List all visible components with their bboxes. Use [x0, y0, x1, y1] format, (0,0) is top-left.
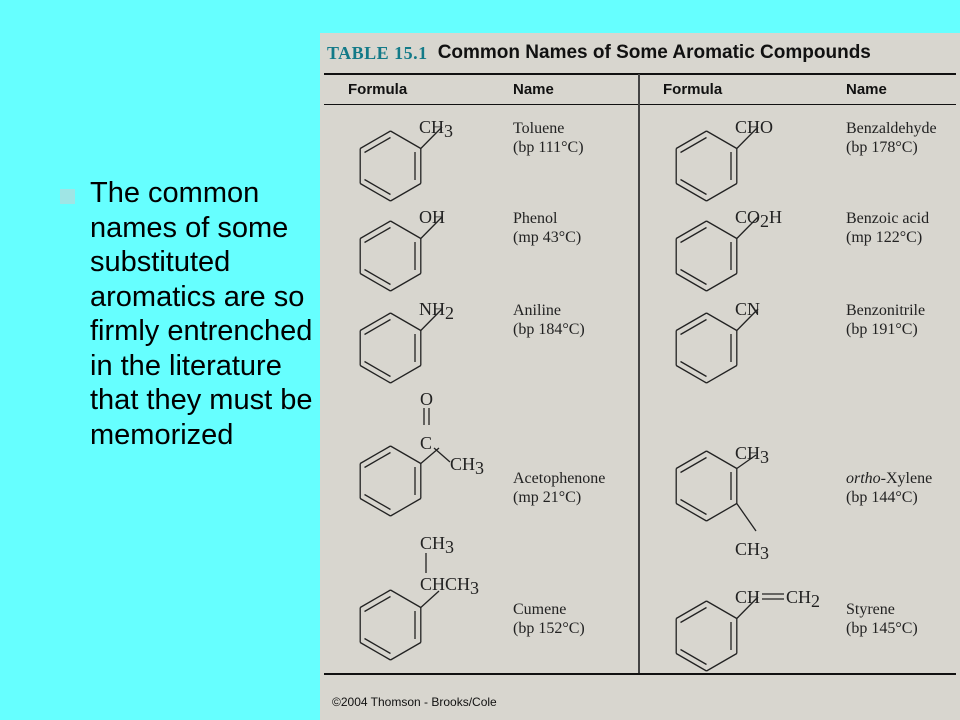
svg-text:CH3: CH3	[450, 454, 484, 478]
svg-text:CHCH3: CHCH3	[420, 574, 479, 598]
benzonitrile-structure: CN	[675, 299, 760, 384]
bullet-text: The common names of some substituted aro…	[90, 177, 313, 451]
compound-cumene: Cumene (bp 152°C)	[513, 600, 585, 638]
copyright-notice: ©2004 Thomson - Brooks/Cole	[332, 695, 497, 709]
benzoic-co: CO	[735, 207, 760, 227]
cumene-mid-sub: 3	[470, 578, 479, 598]
acetophenone-o: O	[420, 389, 433, 409]
styrene-structure: CH CH2	[675, 587, 820, 672]
compound-name: Benzoic acid	[846, 210, 930, 227]
compound-name: Cumene	[513, 601, 567, 618]
phenol-oh: OH	[419, 207, 445, 227]
header-rule	[324, 73, 956, 75]
aniline-structure: NH2	[359, 299, 454, 384]
compound-prop: (mp 122°C)	[846, 229, 923, 246]
compound-styrene: Styrene (bp 145°C)	[846, 600, 918, 638]
acetophenone-sub: 3	[475, 458, 484, 478]
compound-prop: (mp 43°C)	[513, 229, 582, 246]
compound-name: Styrene	[846, 601, 895, 618]
col-name-right: Name	[846, 81, 887, 98]
svg-text:CH3: CH3	[420, 533, 454, 557]
aniline-sub: 2	[445, 303, 454, 323]
col-name-left: Name	[513, 81, 554, 98]
ortho-xylene-structure: CH3 CH3	[675, 443, 769, 563]
compound-prop: (bp 191°C)	[846, 321, 918, 338]
column-divider	[638, 74, 640, 673]
svg-text:CH3: CH3	[735, 443, 769, 467]
col-formula-right: Formula	[663, 81, 723, 98]
table-title: Common Names of Some Aromatic Compounds	[437, 42, 871, 63]
toluene-structure: CH3	[359, 117, 453, 202]
toluene-ch: CH	[419, 117, 444, 137]
compound-benzoic-acid: Benzoic acid (mp 122°C)	[846, 209, 929, 247]
xylene-bot-sub: 3	[760, 543, 769, 563]
cumene-ch: CH	[420, 533, 445, 553]
benzoic-sub: 2	[760, 211, 769, 231]
acetophenone-ch: CH	[450, 454, 475, 474]
compound-prop: (bp 152°C)	[513, 620, 585, 637]
acetophenone-c: C	[420, 433, 432, 453]
compound-ortho-xylene: ortho-Xylene (bp 144°C)	[846, 469, 932, 507]
xylene-top-sub: 3	[760, 447, 769, 467]
styrene-ch: CH	[735, 587, 760, 607]
table-label: TABLE 15.1	[327, 42, 428, 63]
svg-text:CO2H: CO2H	[735, 207, 782, 231]
svg-text:CH2: CH2	[786, 587, 820, 611]
compound-prop: (bp 178°C)	[846, 139, 918, 156]
aniline-nh: NH	[419, 299, 445, 319]
acetophenone-structure: O C CH3	[359, 389, 484, 517]
compound-name: ortho-Xylene	[846, 470, 932, 487]
compound-benzonitrile: Benzonitrile (bp 191°C)	[846, 301, 925, 339]
compound-name-italic: ortho	[846, 470, 881, 487]
xylene-top-ch: CH	[735, 443, 760, 463]
subheader-rule	[324, 104, 956, 105]
benzoic-acid-structure: CO2H	[675, 207, 782, 292]
compound-prop: (bp 184°C)	[513, 321, 585, 338]
compound-name: Phenol	[513, 210, 558, 227]
bullet-square-icon	[60, 189, 75, 204]
benzoic-h: H	[769, 207, 782, 227]
compound-name: Toluene	[513, 120, 565, 137]
col-formula-left: Formula	[348, 81, 408, 98]
svg-text:CH3: CH3	[735, 539, 769, 563]
cumene-chch: CHCH	[420, 574, 470, 594]
compound-acetophenone: Acetophenone (mp 21°C)	[513, 469, 605, 507]
compound-name: Benzaldehyde	[846, 120, 937, 137]
toluene-sub: 3	[444, 121, 453, 141]
compound-prop: (bp 145°C)	[846, 620, 918, 637]
styrene-ch2: CH	[786, 587, 811, 607]
compound-name-rest: -Xylene	[880, 470, 933, 487]
styrene-sub: 2	[811, 591, 820, 611]
compound-aniline: Aniline (bp 184°C)	[513, 301, 585, 339]
phenol-structure: OH	[359, 207, 445, 292]
compound-benzaldehyde: Benzaldehyde (bp 178°C)	[846, 119, 937, 157]
compound-name: Acetophenone	[513, 470, 606, 487]
table-header: TABLE 15.1 Common Names of Some Aromatic…	[320, 33, 960, 73]
benzaldehyde-cho: CHO	[735, 117, 773, 137]
aromatic-compounds-table: TABLE 15.1 Common Names of Some Aromatic…	[320, 33, 960, 720]
bottom-rule	[324, 673, 956, 675]
compound-name: Aniline	[513, 302, 561, 319]
compound-phenol: Phenol (mp 43°C)	[513, 209, 581, 247]
compound-name: Benzonitrile	[846, 302, 926, 319]
benzonitrile-cn: CN	[735, 299, 760, 319]
compound-prop: (bp 111°C)	[513, 139, 584, 156]
svg-text:NH2: NH2	[419, 299, 454, 323]
cumene-top-sub: 3	[445, 537, 454, 557]
benzaldehyde-structure: CHO	[675, 117, 773, 202]
xylene-bot-ch: CH	[735, 539, 760, 559]
bullet-point: The common names of some substituted aro…	[60, 176, 318, 452]
compound-prop: (bp 144°C)	[846, 489, 918, 506]
compound-toluene: Toluene (bp 111°C)	[513, 119, 584, 157]
cumene-structure: CH3 CHCH3	[359, 533, 479, 661]
compound-prop: (mp 21°C)	[513, 489, 582, 506]
svg-text:CH3: CH3	[419, 117, 453, 141]
